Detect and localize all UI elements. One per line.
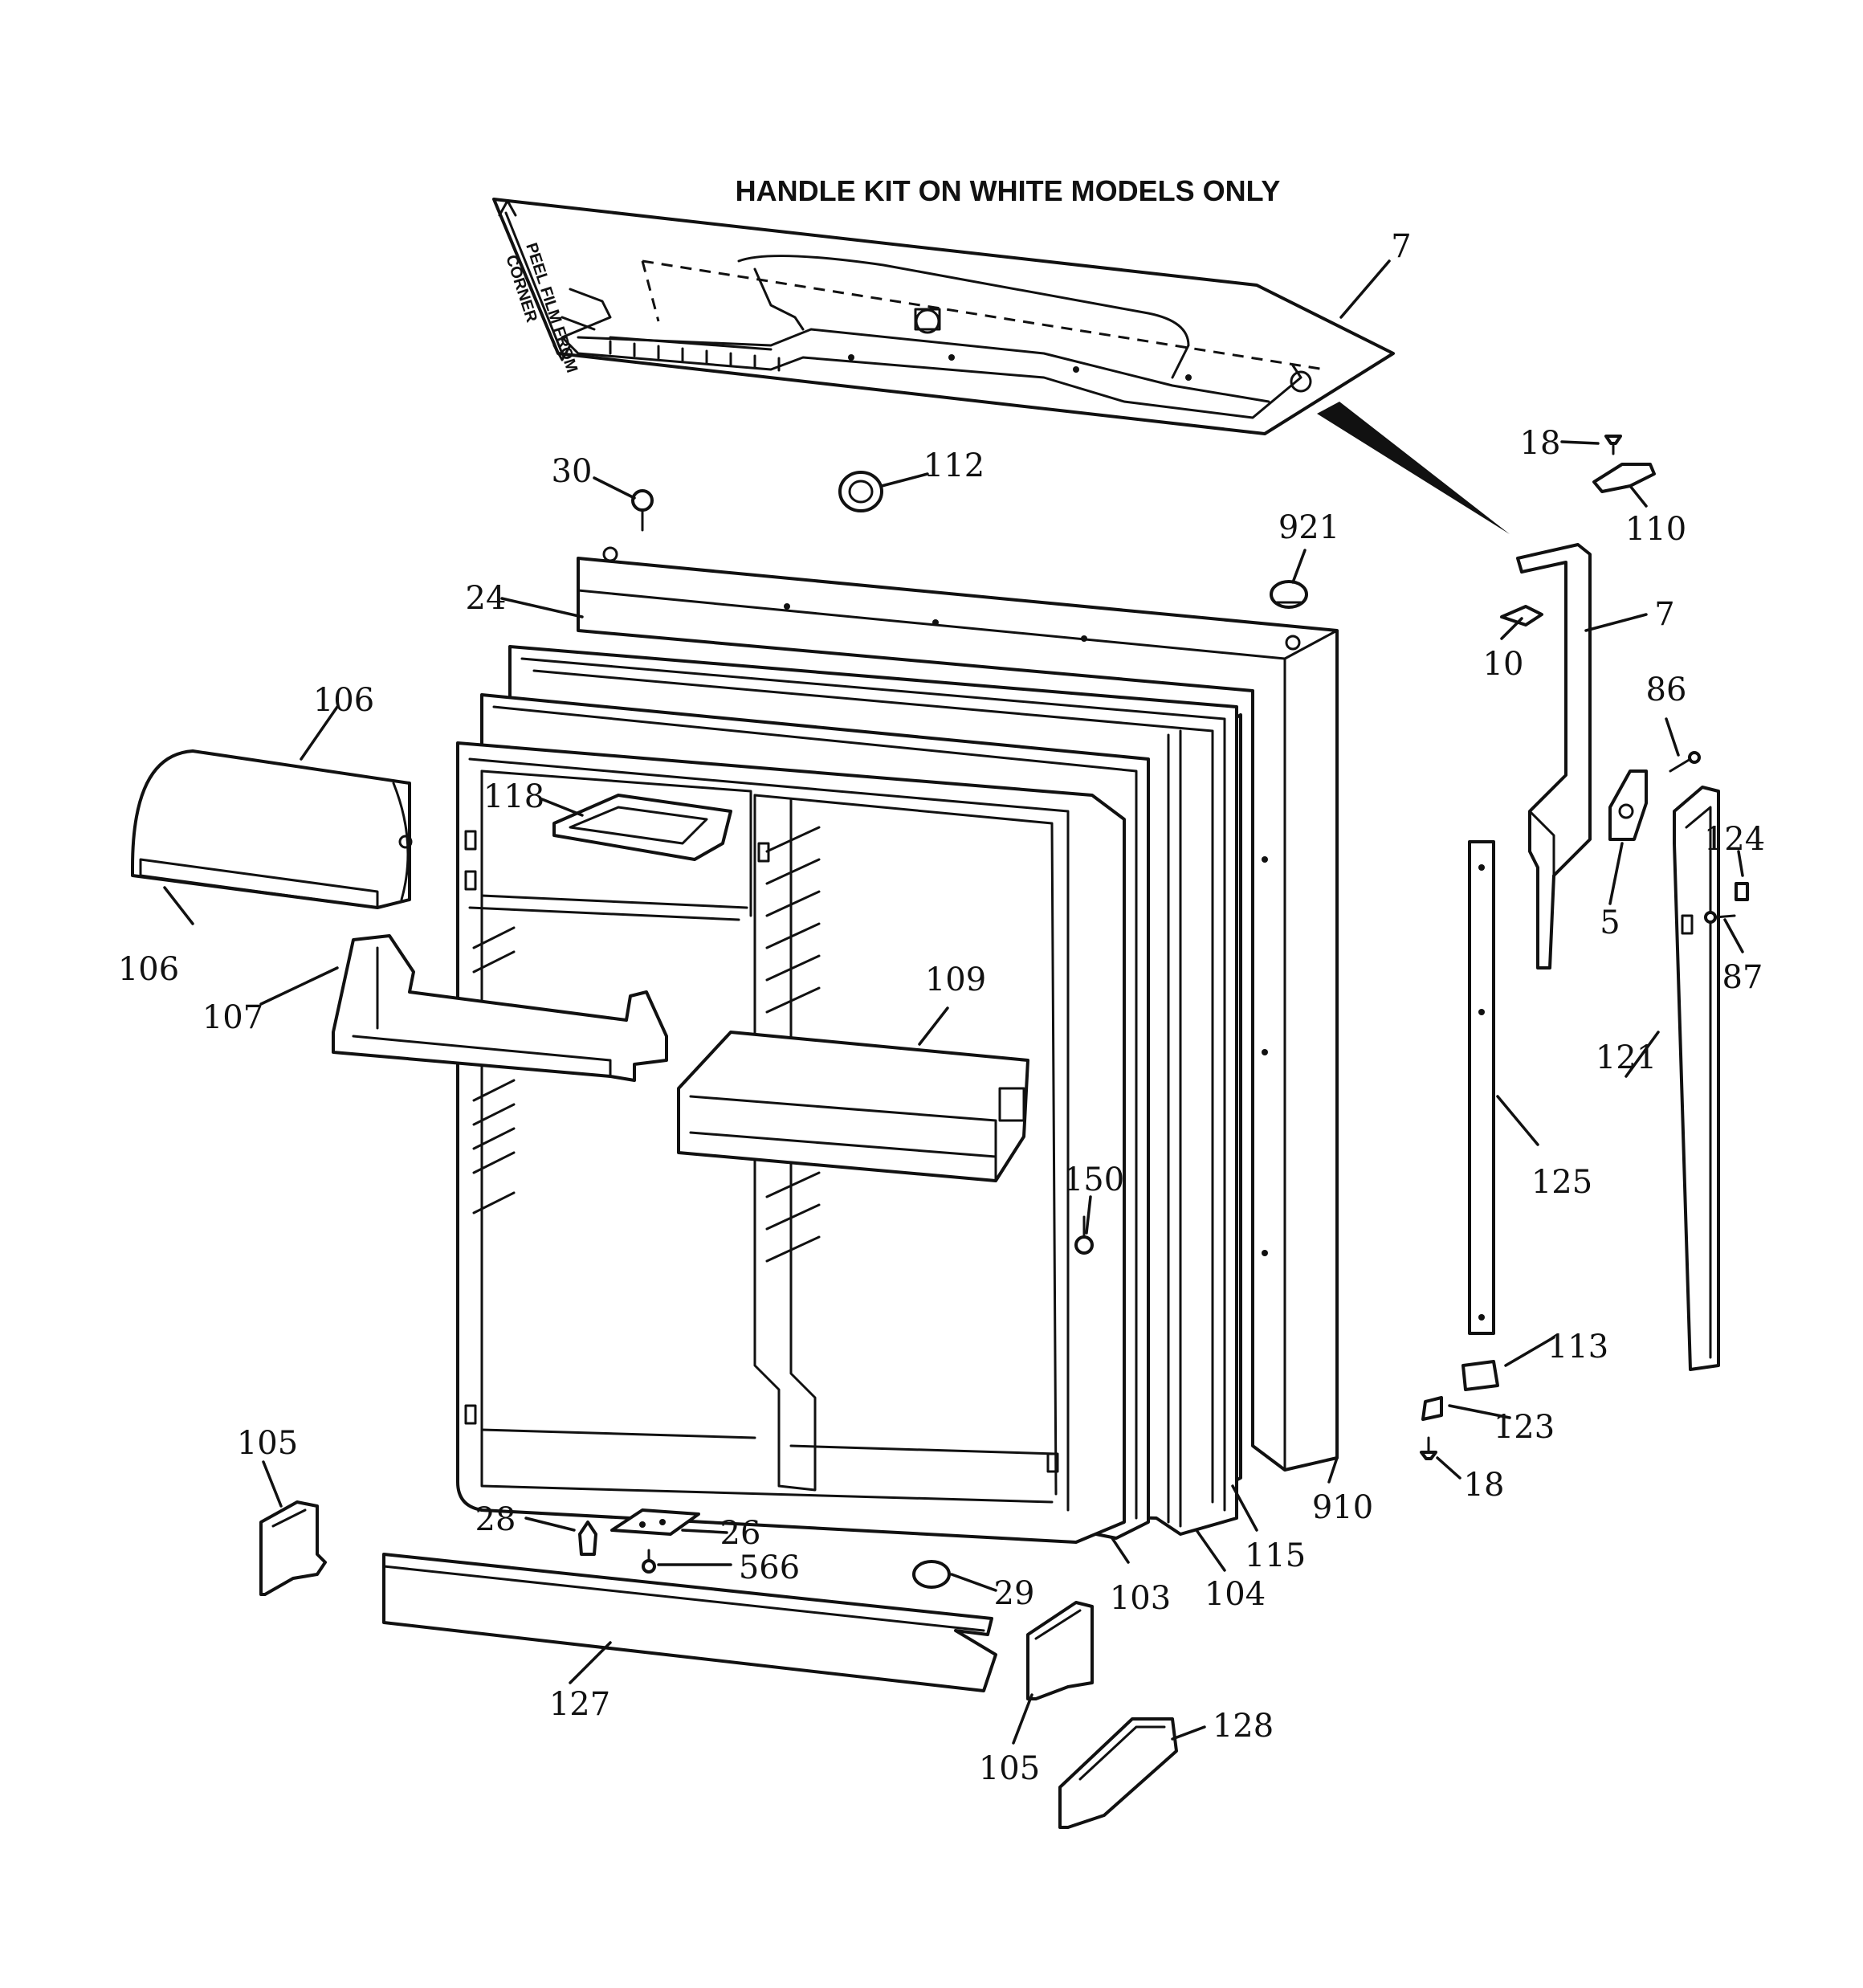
end-cap-113 — [1461, 1360, 1499, 1391]
screw-150 — [1074, 1215, 1094, 1255]
assembly-arrow — [1317, 402, 1510, 534]
door-handle-7 — [1516, 543, 1592, 970]
callout-29: 29 — [994, 1575, 1035, 1612]
callout-121: 121 — [1596, 1039, 1657, 1076]
hinge-cover-105-right — [1026, 1601, 1094, 1700]
dairy-compartment-door — [131, 749, 413, 909]
callout-86: 86 — [1646, 672, 1687, 708]
callout-24: 24 — [466, 580, 507, 617]
callout-112: 112 — [923, 447, 984, 484]
callout-566: 566 — [739, 1549, 800, 1586]
screw-87 — [1704, 911, 1736, 924]
diagram-title: HANDLE KIT ON WHITE MODELS ONLY — [736, 174, 1281, 207]
leader-lines — [163, 259, 1744, 1745]
callout-113: 113 — [1547, 1329, 1608, 1365]
callout-5: 5 — [1600, 904, 1620, 941]
callout-labels: 7 30 112 18 110 921 24 10 7 106 86 118 1… — [118, 228, 1765, 1787]
screw-86 — [1669, 751, 1701, 773]
callout-106-bottom: 106 — [118, 951, 179, 988]
handle-trim-121 — [1673, 786, 1720, 1371]
callout-109: 109 — [925, 961, 986, 998]
pin-28 — [578, 1521, 597, 1556]
plug-921 — [1270, 580, 1308, 609]
left-shelf-ribs — [472, 926, 516, 1214]
callout-910: 910 — [1312, 1489, 1373, 1526]
hinge-cover-105-left — [259, 1500, 327, 1596]
door-shelf-107 — [332, 934, 668, 1082]
handle-teeth — [609, 340, 781, 372]
right-shelf-ribs — [765, 826, 821, 1263]
callout-26: 26 — [720, 1515, 761, 1552]
callout-104: 104 — [1205, 1576, 1266, 1613]
door-bin-109 — [677, 1031, 1029, 1182]
clip-10 — [1500, 605, 1543, 627]
callout-106-top: 106 — [313, 682, 374, 719]
screw-566 — [642, 1549, 656, 1574]
frame-128 — [1058, 1717, 1178, 1829]
callout-7-handle: 7 — [1654, 596, 1674, 633]
callout-30: 30 — [552, 453, 593, 490]
bracket-110 — [1592, 463, 1656, 493]
callout-107: 107 — [202, 999, 263, 1036]
plug-29 — [912, 1560, 951, 1589]
screw-30 — [631, 489, 654, 532]
clip-124 — [1735, 882, 1749, 901]
callout-127: 127 — [549, 1686, 610, 1723]
callout-125: 125 — [1531, 1164, 1592, 1201]
callout-87: 87 — [1722, 959, 1763, 996]
callout-128: 128 — [1213, 1708, 1274, 1745]
callout-18-bottom: 18 — [1464, 1467, 1505, 1504]
callout-7-package: 7 — [1391, 228, 1411, 265]
screw-18-top — [1604, 435, 1622, 455]
handle-end-cap-5 — [1608, 769, 1648, 841]
callout-10: 10 — [1483, 646, 1524, 683]
callout-103: 103 — [1110, 1580, 1171, 1617]
callout-150: 150 — [1063, 1161, 1124, 1198]
trim-strip-125 — [1468, 840, 1495, 1335]
callout-28: 28 — [475, 1501, 516, 1538]
hinge-plate-26 — [610, 1508, 700, 1536]
bottom-trim-127 — [382, 1553, 997, 1692]
callout-921: 921 — [1278, 509, 1339, 546]
screw-18-bottom — [1420, 1436, 1437, 1460]
handle-kit-package: PEEL FILM FROM CORNER — [492, 198, 1395, 435]
door-outer-panel — [577, 546, 1339, 1472]
callout-105-right: 105 — [979, 1750, 1040, 1787]
egg-tray — [552, 794, 732, 861]
callout-123: 123 — [1494, 1409, 1555, 1446]
plug-112 — [838, 471, 883, 512]
callout-105-left: 105 — [237, 1425, 298, 1462]
callout-110: 110 — [1625, 511, 1686, 548]
callout-118: 118 — [483, 778, 544, 815]
bracket-123 — [1421, 1396, 1443, 1421]
callout-18-top: 18 — [1520, 425, 1561, 462]
callout-115: 115 — [1245, 1537, 1306, 1574]
callout-124: 124 — [1704, 821, 1765, 858]
